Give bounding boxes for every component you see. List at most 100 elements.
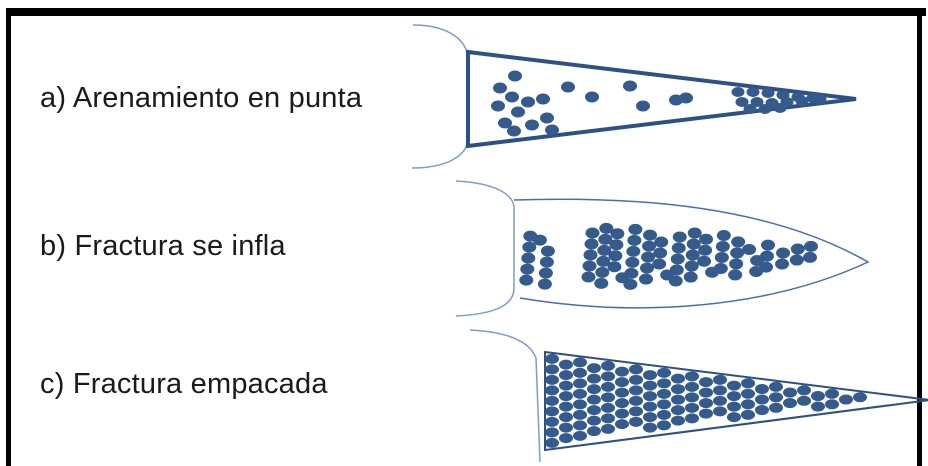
- proppant-dot: [769, 381, 783, 392]
- proppant-dot: [783, 387, 797, 398]
- proppant-dot: [615, 408, 629, 419]
- proppant-dot: [643, 422, 657, 433]
- proppant-dot: [573, 409, 587, 420]
- proppant-dot: [521, 96, 535, 108]
- proppant-dot: [825, 388, 839, 399]
- proppant-dot: [853, 392, 867, 403]
- proppant-dot: [750, 97, 764, 107]
- proppant-dot: [715, 241, 730, 253]
- proppant-dot: [672, 231, 687, 243]
- proppant-dot: [625, 256, 640, 268]
- proppant-dot: [587, 405, 601, 416]
- proppant-dot: [573, 430, 587, 441]
- proppant-dot: [730, 247, 745, 259]
- proppant-dot: [532, 234, 547, 246]
- proppant-dot: [713, 374, 727, 385]
- proppant-dot: [610, 228, 625, 240]
- fracture-wedge-a: [466, 49, 857, 149]
- proppant-dot: [698, 244, 713, 256]
- proppant-dot: [601, 371, 615, 382]
- proppant-dot: [755, 394, 769, 405]
- proppant-dot: [657, 399, 671, 410]
- proppant-dot: [598, 233, 613, 245]
- label-packed-fracture: c) Fractura empacada: [40, 368, 328, 400]
- proppant-dot: [587, 373, 601, 384]
- proppant-dot: [653, 247, 668, 259]
- proppant-dot: [639, 273, 654, 285]
- proppant-dot: [699, 408, 713, 419]
- diagram-c-packed-fracture: [469, 329, 928, 463]
- proppant-dot: [601, 413, 615, 424]
- proppant-dot: [596, 255, 611, 267]
- proppant-dot: [640, 262, 655, 274]
- proppant-dot: [804, 240, 819, 252]
- proppant-dot: [741, 409, 755, 420]
- proppant-dot: [755, 405, 769, 416]
- proppant-dot: [585, 91, 599, 103]
- proppant-dot: [597, 244, 612, 256]
- proppant-dot: [615, 366, 629, 377]
- proppant-dot: [536, 93, 550, 105]
- proppant-dot: [671, 394, 685, 405]
- proppant-dot: [559, 359, 573, 370]
- proppant-dot: [559, 391, 573, 402]
- proppant-dot: [699, 233, 714, 245]
- proppant-dot: [587, 384, 601, 395]
- proppant-dot: [654, 236, 669, 248]
- proppant-dot: [685, 371, 699, 382]
- proppant-dot: [643, 412, 657, 423]
- proppant-dot: [657, 378, 671, 389]
- proppant-dots-c: [545, 353, 867, 448]
- proppant-dot: [716, 230, 731, 242]
- proppant-dot: [761, 239, 776, 251]
- proppant-dot: [615, 419, 629, 430]
- proppant-dot: [813, 94, 827, 104]
- proppant-dot: [559, 412, 573, 423]
- proppant-dot: [758, 104, 772, 114]
- proppant-dot: [629, 364, 643, 375]
- fracture-lens-b: [513, 198, 870, 309]
- proppant-dot: [685, 381, 699, 392]
- proppant-dot: [607, 261, 622, 273]
- proppant-dot: [686, 238, 701, 250]
- frame-border-right: [917, 8, 922, 466]
- proppant-dot: [521, 252, 536, 264]
- proppant-dot: [615, 377, 629, 388]
- proppant-dot: [668, 275, 683, 287]
- proppant-dot: [742, 243, 757, 255]
- proppant-dot: [627, 234, 642, 246]
- proppant-dot: [540, 112, 554, 124]
- proppant-dot: [643, 229, 658, 241]
- wellbore-bracket-c: [469, 329, 541, 463]
- frame-border-top: [6, 8, 926, 16]
- proppant-dot: [601, 423, 615, 434]
- proppant-dot: [759, 261, 774, 273]
- proppant-dots-a: [491, 70, 827, 137]
- proppant-dot: [697, 255, 712, 267]
- proppant-dot: [746, 87, 760, 97]
- proppant-dot: [713, 263, 728, 275]
- proppant-dot: [559, 370, 573, 381]
- proppant-dot: [643, 401, 657, 412]
- proppant-dot: [728, 269, 743, 281]
- proppant-dot: [623, 278, 638, 290]
- proppant-dot: [783, 398, 797, 409]
- proppant-dot: [769, 392, 783, 403]
- proppant-dot: [643, 380, 657, 391]
- wellbore-bracket-a: [411, 24, 469, 169]
- proppant-dot: [545, 364, 559, 375]
- proppant-dot: [525, 119, 539, 131]
- proppant-dot: [584, 238, 599, 250]
- proppant-dot: [581, 271, 596, 283]
- proppant-dot: [615, 387, 629, 398]
- proppant-dot: [559, 433, 573, 444]
- proppant-dot: [731, 87, 745, 97]
- proppant-dot: [629, 374, 643, 385]
- proppant-dot: [629, 395, 643, 406]
- proppant-dot: [735, 97, 749, 107]
- proppant-dot: [601, 381, 615, 392]
- proppant-dot: [775, 258, 790, 270]
- proppant-dot: [585, 227, 600, 239]
- proppant-dot: [624, 267, 639, 279]
- proppant-dot: [685, 402, 699, 413]
